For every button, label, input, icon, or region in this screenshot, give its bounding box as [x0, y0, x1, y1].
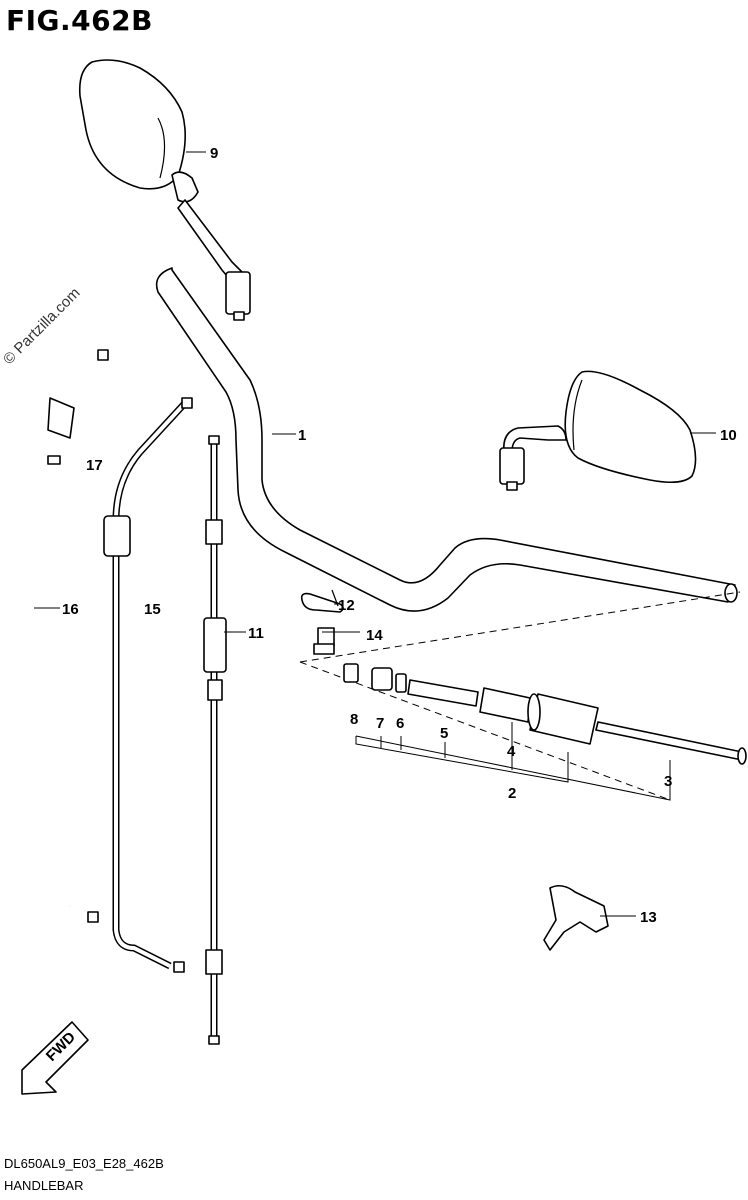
diagram-code: DL650AL9_E03_E28_462B — [4, 1156, 164, 1171]
callout-3[interactable]: 3 — [664, 773, 672, 790]
callout-7[interactable]: 7 — [376, 715, 384, 732]
mirror-right[interactable] — [499, 370, 697, 491]
callout-15[interactable]: 15 — [144, 601, 161, 618]
callout-13[interactable]: 13 — [640, 909, 657, 926]
cable-16[interactable] — [28, 349, 109, 923]
callout-10[interactable]: 10 — [720, 427, 737, 444]
callout-1[interactable]: 1 — [298, 427, 306, 444]
washer[interactable] — [395, 673, 407, 693]
callout-6[interactable]: 6 — [396, 715, 404, 732]
callout-2[interactable]: 2 — [508, 785, 516, 802]
callout-4[interactable]: 4 — [507, 743, 516, 760]
callout-16[interactable]: 16 — [62, 601, 79, 618]
collar[interactable] — [371, 667, 393, 691]
callout-9[interactable]: 9 — [210, 145, 218, 162]
mirror-left[interactable] — [78, 59, 251, 321]
clamp-clip[interactable] — [300, 589, 344, 613]
callout-14[interactable]: 14 — [366, 627, 383, 644]
callout-17[interactable]: 17 — [86, 457, 103, 474]
fwd-arrow: FWD — [21, 1021, 89, 1095]
callout-8[interactable]: 8 — [350, 711, 358, 728]
diagram-name: HANDLEBAR — [4, 1178, 84, 1193]
tube[interactable] — [407, 679, 479, 707]
cable-11[interactable] — [203, 435, 227, 1045]
mounting-bracket[interactable] — [543, 884, 609, 951]
figure-title: FIG.462B — [6, 4, 153, 37]
damper[interactable] — [479, 687, 531, 723]
callout-5[interactable]: 5 — [440, 725, 448, 742]
cable-15[interactable] — [103, 397, 193, 973]
nut[interactable] — [343, 663, 359, 683]
balancer-screw[interactable] — [595, 721, 747, 765]
balancer-weight[interactable] — [527, 693, 599, 745]
callout-12[interactable]: 12 — [338, 597, 355, 614]
callout-11[interactable]: 11 — [248, 625, 264, 642]
